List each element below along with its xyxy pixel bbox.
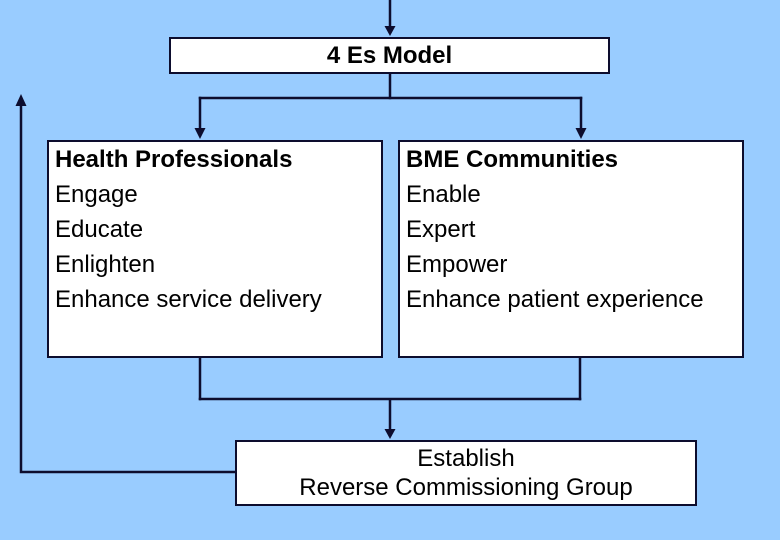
establish-group-box: Establish Reverse Commissioning Group (235, 440, 697, 506)
bme-communities-box: BME Communities Enable Expert Empower En… (398, 140, 744, 358)
arrowhead-up-icon (15, 94, 27, 106)
merge-connector (198, 358, 582, 439)
box-heading: Health Professionals (55, 146, 293, 173)
box-heading: BME Communities (406, 146, 619, 173)
box-item: Expert (406, 216, 476, 243)
health-professionals-box: Health Professionals Engage Educate Enli… (47, 140, 383, 358)
arrowhead-down-icon (575, 128, 587, 139)
box-item: Engage (55, 181, 138, 208)
arrowhead-down-icon (384, 429, 396, 439)
feedback-loop-arrow (15, 94, 235, 474)
arrowhead-down-icon (194, 128, 206, 139)
box-line: Establish (417, 445, 515, 472)
box-item: Enlighten (55, 251, 156, 278)
box-item: Enable (406, 181, 481, 208)
box-line: Reverse Commissioning Group (299, 474, 633, 501)
flow-title-label: 4 Es Model (326, 42, 453, 69)
flow-title-box: 4 Es Model (169, 37, 610, 74)
arrowhead-down-icon (384, 26, 396, 36)
top-entry-arrow (384, 0, 396, 36)
title-split-connector (194, 74, 587, 139)
box-item: Enhance patient experience (406, 286, 704, 313)
box-item: Empower (406, 251, 508, 278)
box-item: Educate (55, 216, 144, 243)
box-item: Enhance service delivery (55, 286, 322, 313)
